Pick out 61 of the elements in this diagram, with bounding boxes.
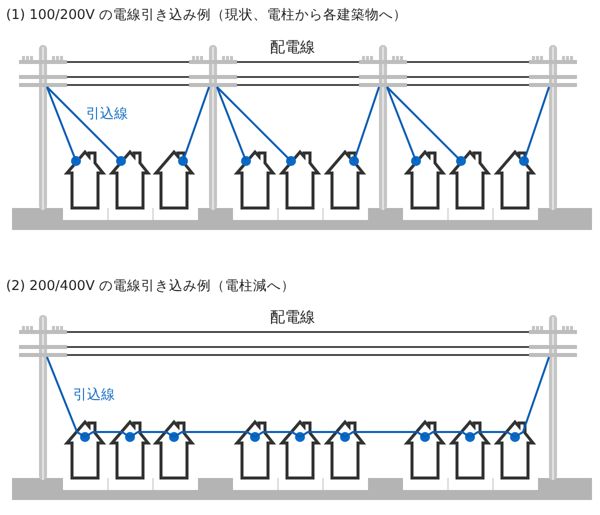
distribution-wire xyxy=(67,61,189,63)
service-drop-wire xyxy=(424,431,471,438)
service-drop-wire xyxy=(129,431,175,438)
service-drop-wire xyxy=(299,431,346,438)
distribution-wire xyxy=(67,76,189,78)
house-drawing xyxy=(110,148,150,210)
house-drawing xyxy=(280,418,320,480)
distribution-wire xyxy=(237,84,359,86)
house-drawing xyxy=(65,418,105,480)
service-drop-wire xyxy=(514,356,550,438)
house-drawing xyxy=(235,418,275,480)
utility-pole-drawing xyxy=(359,45,407,210)
house-drawing xyxy=(495,418,535,480)
service-drop-wire xyxy=(254,431,301,438)
house-drawing xyxy=(450,148,490,210)
panel-heading: (1) 100/200V の電線引き込み例（現状、電柱から各建築物へ） xyxy=(6,6,408,24)
utility-pole-drawing xyxy=(529,315,577,480)
house-drawing xyxy=(280,148,320,210)
house-drawing xyxy=(65,148,105,210)
house-drawing xyxy=(325,418,365,480)
service-drop-wire xyxy=(182,86,210,162)
service-drop-wire xyxy=(353,86,380,162)
house-drawing xyxy=(495,148,535,210)
service-drop-wire xyxy=(46,86,77,162)
house-drawing xyxy=(154,148,194,210)
service-drop-wire xyxy=(386,86,417,162)
distribution-wire xyxy=(67,84,189,86)
wire-label: 配電線 xyxy=(270,308,315,327)
service-drop-wire xyxy=(216,86,247,162)
service-drop-wire xyxy=(46,86,122,162)
distribution-wire xyxy=(407,61,529,63)
house-drawing xyxy=(110,418,150,480)
wire-label: 引込線 xyxy=(73,386,115,404)
utility-pole-drawing xyxy=(19,315,67,480)
service-drop-wire xyxy=(344,431,426,438)
service-drop-wire xyxy=(216,86,292,162)
house-drawing xyxy=(235,148,275,210)
service-drop-wire xyxy=(469,431,516,438)
service-drop-wire xyxy=(84,431,131,438)
house-drawing xyxy=(405,148,445,210)
wire-label: 引込線 xyxy=(86,105,128,123)
service-drop-wire xyxy=(46,356,86,438)
distribution-wire xyxy=(67,354,529,356)
distribution-wire xyxy=(67,331,529,333)
distribution-wire xyxy=(237,76,359,78)
house-drawing xyxy=(325,148,365,210)
service-drop-wire xyxy=(173,431,256,438)
wire-label: 配電線 xyxy=(270,38,315,57)
panel-heading: (2) 200/400V の電線引き込み例（電柱減へ） xyxy=(6,277,296,295)
utility-pole-drawing xyxy=(529,45,577,210)
house-drawing xyxy=(154,418,194,480)
distribution-wire xyxy=(407,84,529,86)
service-drop-wire xyxy=(523,86,550,162)
utility-pole-drawing xyxy=(189,45,237,210)
house-drawing xyxy=(450,418,490,480)
service-drop-wire xyxy=(386,86,462,162)
utility-pole-drawing xyxy=(19,45,67,210)
distribution-wire xyxy=(407,76,529,78)
house-drawing xyxy=(405,418,445,480)
distribution-wire xyxy=(67,346,529,348)
distribution-wire xyxy=(237,61,359,63)
